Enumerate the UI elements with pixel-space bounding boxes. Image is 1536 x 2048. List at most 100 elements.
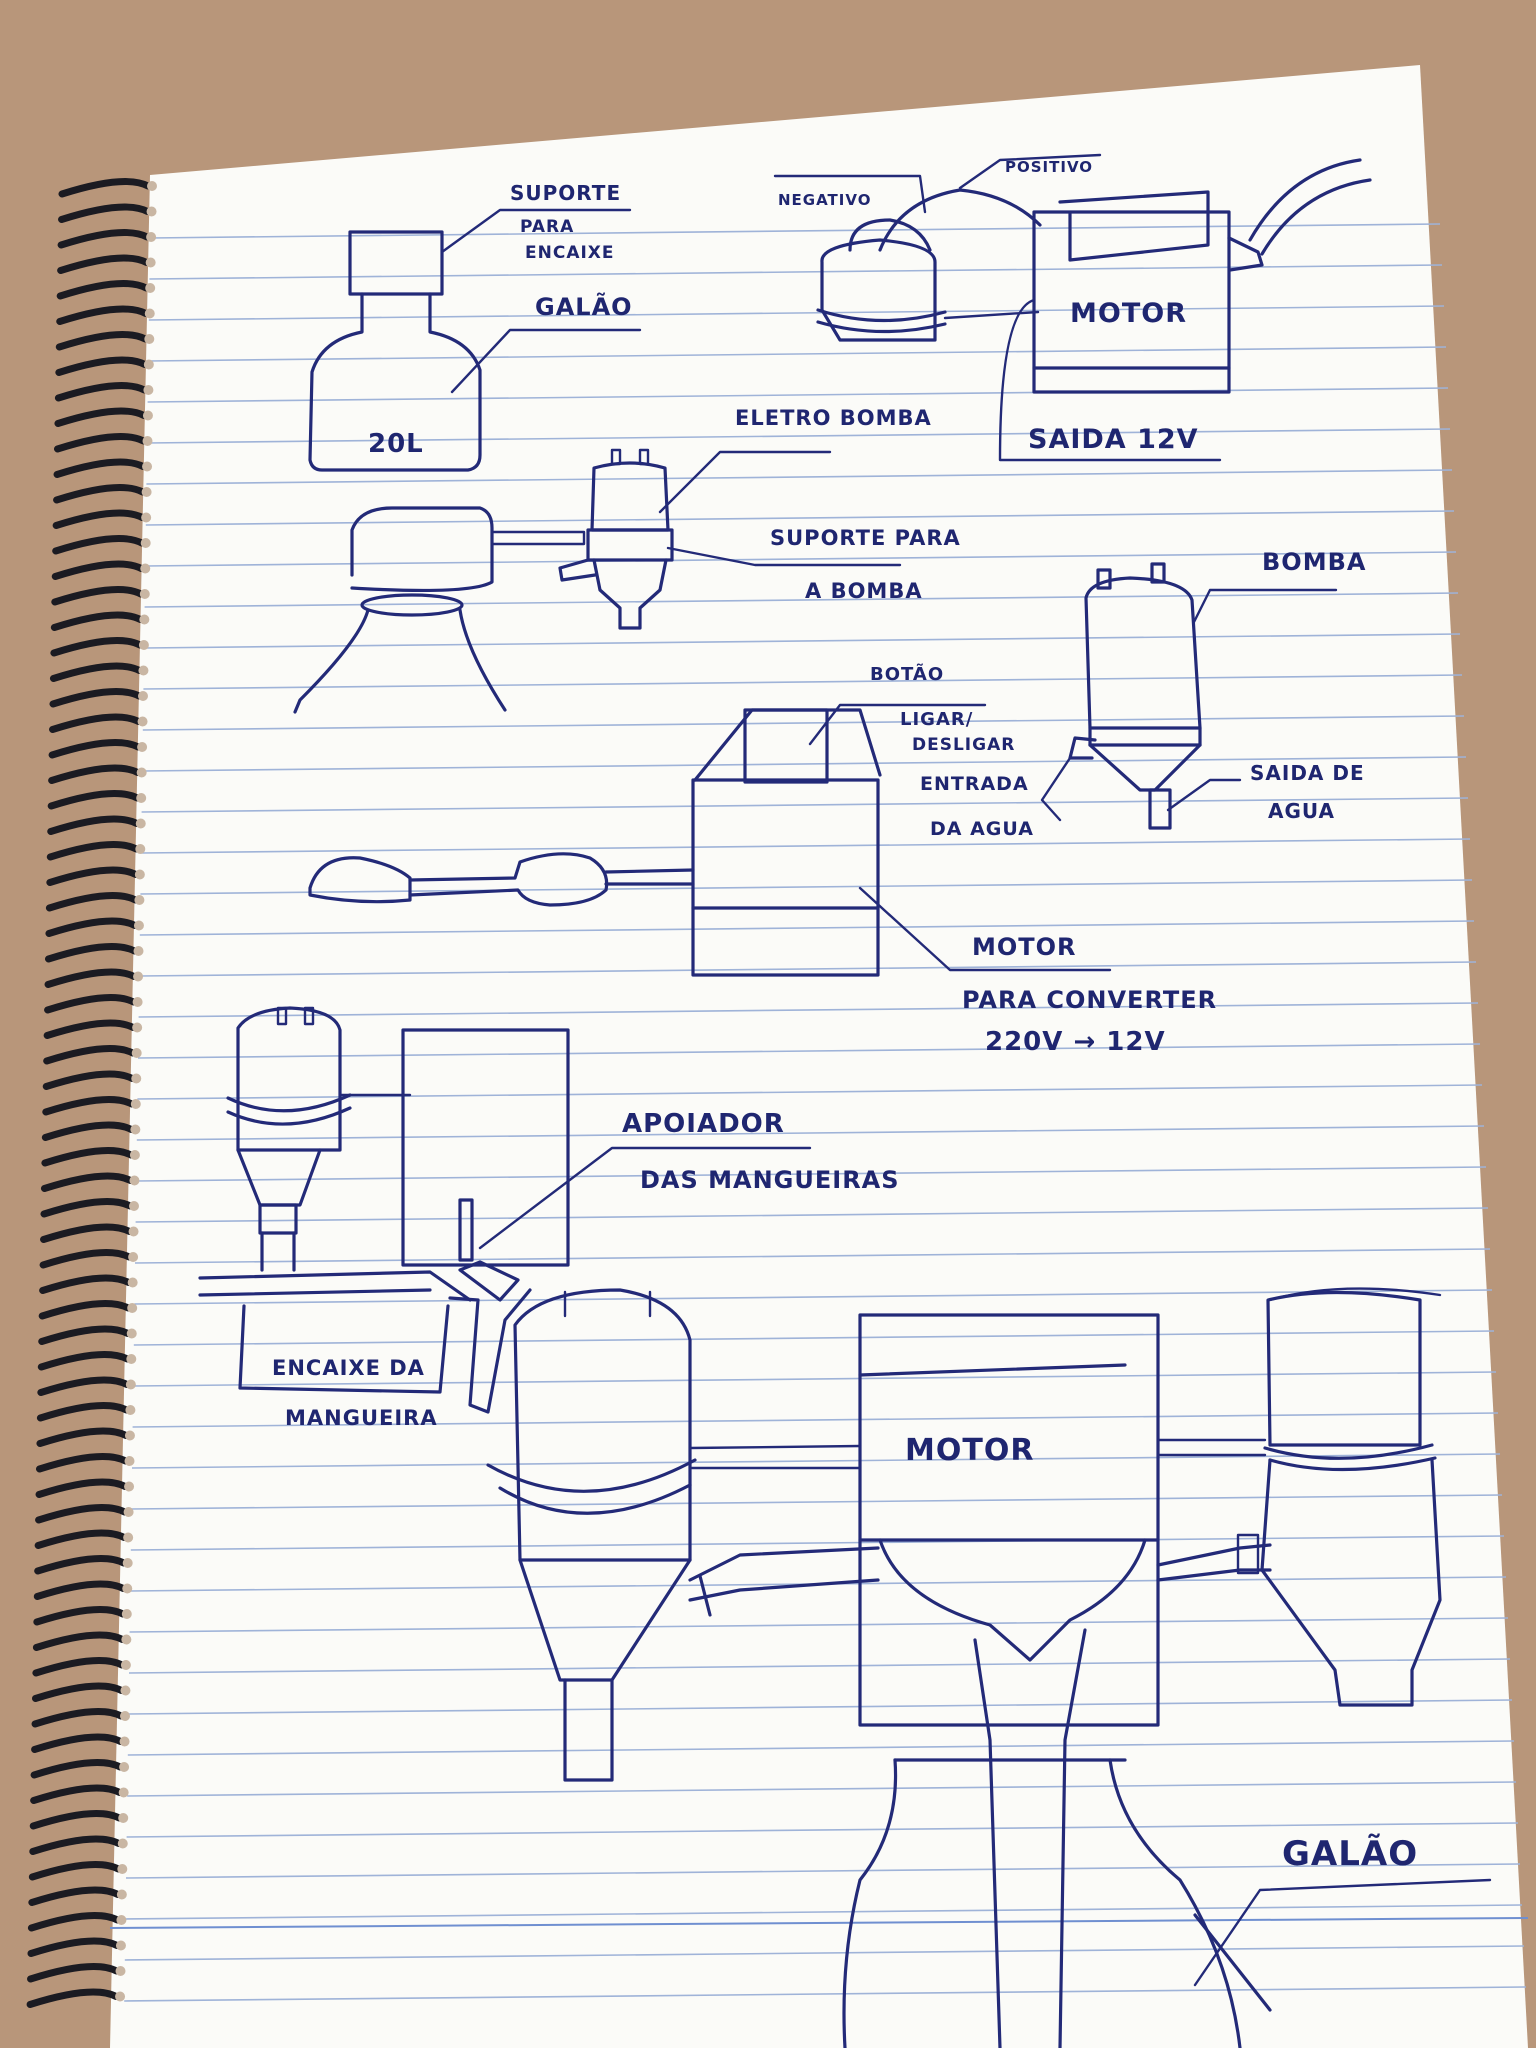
spiral-hole xyxy=(140,563,151,574)
label-a-bomba: A BOMBA xyxy=(805,579,923,603)
spiral-hole xyxy=(134,869,145,880)
spiral-coil xyxy=(53,484,147,504)
spiral-coil xyxy=(39,1249,133,1269)
label-20l: 20L xyxy=(368,429,424,459)
spiral-hole xyxy=(133,920,144,931)
spiral-coil xyxy=(57,229,151,249)
spiral-coil xyxy=(43,1019,137,1039)
ruled-line xyxy=(146,428,1451,444)
spiral-hole xyxy=(122,1558,133,1568)
ruled-line xyxy=(124,1945,1525,1961)
spiral-hole xyxy=(115,1966,126,1976)
spiral-coil xyxy=(54,382,148,402)
spiral-hole xyxy=(118,1787,129,1798)
label-suporte-bomba: SUPORTE PARA xyxy=(770,526,961,550)
spiral-coil xyxy=(38,1325,132,1345)
spiral-hole xyxy=(124,1456,135,1466)
ruled-line xyxy=(139,920,1475,936)
spiral-coil xyxy=(36,1453,129,1473)
spiral-coil xyxy=(41,1121,135,1141)
ruled-line xyxy=(142,715,1465,731)
label-220v-12v: 220V → 12V xyxy=(985,1027,1166,1057)
spiral-coil xyxy=(42,1096,136,1116)
ruled-line xyxy=(130,1535,1505,1551)
spiral-coil xyxy=(51,560,145,580)
spiral-hole xyxy=(128,1252,139,1262)
spiral-hole xyxy=(142,410,153,421)
ruled-line xyxy=(139,961,1477,977)
spiral-coil xyxy=(47,815,141,835)
spiral-coil xyxy=(30,1784,124,1804)
spiral-hole xyxy=(143,359,154,370)
spiral-coil xyxy=(31,1708,125,1728)
pump-on-gallon-sketch xyxy=(293,448,902,714)
ruled-line xyxy=(149,264,1443,280)
spiral-hole xyxy=(135,818,146,829)
spiral-hole xyxy=(126,1354,137,1364)
spiral-coil xyxy=(27,1963,120,1983)
ruled-line xyxy=(147,387,1449,403)
spiral-hole xyxy=(139,589,150,599)
spiral-hole xyxy=(117,1864,128,1874)
spiral-coil xyxy=(27,1937,121,1957)
spiral-hole xyxy=(123,1507,134,1517)
label-negativo: NEGATIVO xyxy=(778,191,871,209)
spiral-hole xyxy=(139,614,150,625)
spiral-coil xyxy=(52,509,146,529)
spiral-coil xyxy=(54,433,147,453)
spiral-coil xyxy=(46,866,140,886)
notebook-page xyxy=(110,65,1528,2048)
spiral-coil xyxy=(35,1478,129,1498)
spiral-hole xyxy=(146,232,157,242)
spiral-hole xyxy=(142,436,153,446)
spiral-hole xyxy=(132,997,143,1007)
spiral-hole xyxy=(147,181,157,191)
spiral-coil xyxy=(38,1300,132,1320)
spiral-hole xyxy=(126,1328,137,1339)
ruled-line xyxy=(140,838,1471,854)
ruled-line xyxy=(145,551,1457,567)
ruled-line xyxy=(125,1904,1523,1920)
spiral-coil xyxy=(55,331,149,351)
label-saida-de: SAIDA DE xyxy=(1250,761,1365,785)
ruled-line xyxy=(146,469,1453,485)
spiral-hole xyxy=(124,1481,135,1492)
spiral-hole xyxy=(133,946,144,956)
ruled-line xyxy=(134,1289,1493,1305)
ruled-line xyxy=(143,674,1463,690)
label-motor-top: MOTOR xyxy=(1070,298,1187,329)
spiral-coil xyxy=(49,688,143,708)
spiral-coil xyxy=(49,713,143,733)
label-ligar: LIGAR/ xyxy=(900,709,973,730)
ruled-line xyxy=(136,1166,1487,1182)
label-botao: BOTÃO xyxy=(870,662,944,685)
ruled-line xyxy=(138,1002,1479,1018)
spiral-hole xyxy=(131,1048,142,1058)
label-galao-top: GALÃO xyxy=(535,292,633,321)
margin-line xyxy=(109,1917,1529,1929)
spiral-hole xyxy=(129,1150,140,1160)
spiral-hole xyxy=(117,1838,128,1849)
spiral-coil xyxy=(44,994,138,1014)
ruled-line xyxy=(129,1617,1509,1633)
spiral-coil xyxy=(36,1427,130,1447)
hose-holder-sketch xyxy=(198,1006,812,1414)
ruled-line xyxy=(140,879,1473,895)
spiral-hole xyxy=(125,1379,136,1390)
spiral-coil xyxy=(32,1631,126,1651)
spiral-coil xyxy=(40,1172,134,1192)
ruled-line xyxy=(131,1494,1503,1510)
label-galao-bottom: GALÃO xyxy=(1282,1833,1418,1874)
spiral-coil xyxy=(35,1504,129,1524)
spiral-coil xyxy=(39,1274,133,1294)
spiral-coil xyxy=(44,968,138,988)
spiral-hole xyxy=(134,895,145,905)
spiral-coil xyxy=(50,637,144,657)
gallon-sketch-top-left xyxy=(308,208,642,472)
spiral-coil xyxy=(45,917,139,937)
spiral-coil xyxy=(45,943,138,963)
spiral-hole xyxy=(125,1405,136,1415)
label-da-agua: DA AGUA xyxy=(930,818,1034,840)
label-encaixe: ENCAIXE xyxy=(525,243,615,263)
spiral-coil xyxy=(29,1810,123,1830)
